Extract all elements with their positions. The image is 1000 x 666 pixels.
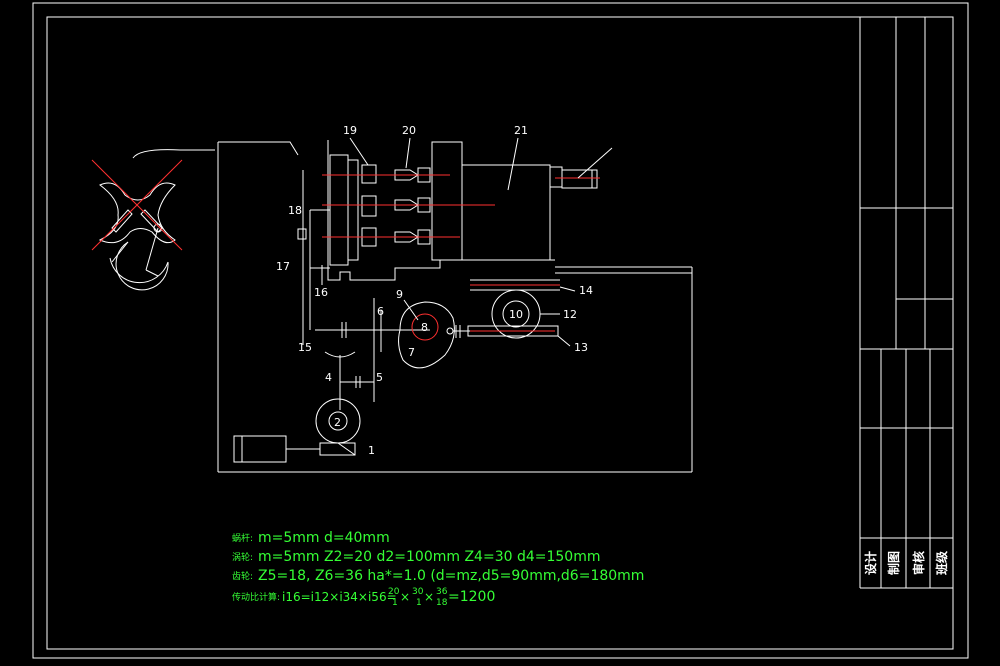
gear-params: Z5=18, Z6=36 ha*=1.0 (d=mz,d5=90mm,d6=18… xyxy=(258,568,644,584)
label-6: 6 xyxy=(377,305,384,318)
ratio-result: =1200 xyxy=(448,589,495,605)
label-18: 19 xyxy=(343,124,357,137)
spindle-units xyxy=(361,141,598,261)
title-class: 班级 xyxy=(934,551,949,575)
worm-title: 蜗杆: xyxy=(232,532,253,544)
wheel-params: m=5mm Z2=20 d2=100mm Z4=30 d4=150mm xyxy=(258,549,600,565)
frac3-den: 18 xyxy=(436,598,448,608)
gear-train xyxy=(233,170,430,463)
frac1-num: 20 xyxy=(388,587,400,597)
ratio-expr: i16=i12×i34×i56= xyxy=(282,590,397,604)
label-12: 13 xyxy=(574,341,588,354)
title-block xyxy=(859,17,953,589)
title-design: 设计 xyxy=(863,551,878,575)
frac1-den: 1 xyxy=(392,598,398,608)
label-16: 17 xyxy=(276,260,290,273)
ratio-title: 传动比计算: xyxy=(232,591,280,603)
times-1: × xyxy=(400,590,410,604)
outer-frame xyxy=(32,2,969,659)
label-10: 10 xyxy=(509,308,523,321)
label-1: 1 xyxy=(368,444,375,457)
inner-frame xyxy=(46,16,954,650)
parameter-notes: 蜗杆: m=5mm d=40mm 涡轮: m=5mm Z2=20 d2=100m… xyxy=(232,530,644,608)
label-5: 5 xyxy=(376,371,383,384)
machine-housing xyxy=(217,140,693,473)
spindle-axes xyxy=(322,174,600,238)
geneva-mechanism xyxy=(98,149,215,291)
title-review: 审核 xyxy=(911,551,926,575)
label-17: 18 xyxy=(288,204,302,217)
frac2-num: 30 xyxy=(412,587,424,597)
label-13: 14 xyxy=(579,284,593,297)
wheel-title: 涡轮: xyxy=(232,551,253,563)
label-19: 20 xyxy=(402,124,416,137)
gear-title: 齿轮: xyxy=(232,570,253,582)
title-draw: 制图 xyxy=(886,551,901,575)
geneva-centerlines xyxy=(91,159,183,251)
label-2: 2 xyxy=(334,416,341,429)
label-9: 9 xyxy=(396,288,403,301)
label-14: 15 xyxy=(298,341,312,354)
times-2: × xyxy=(424,590,434,604)
worm-params: m=5mm d=40mm xyxy=(258,530,390,546)
frac3-num: 36 xyxy=(436,587,448,597)
label-4: 4 xyxy=(325,371,332,384)
label-15: 16 xyxy=(314,286,328,299)
cam-red-parts xyxy=(411,284,560,341)
label-11: 12 xyxy=(563,308,577,321)
frac2-den: 1 xyxy=(416,598,422,608)
label-8: 8 xyxy=(421,321,428,334)
label-20: 21 xyxy=(514,124,528,137)
label-7: 7 xyxy=(408,346,415,359)
leader-lines xyxy=(349,137,613,347)
